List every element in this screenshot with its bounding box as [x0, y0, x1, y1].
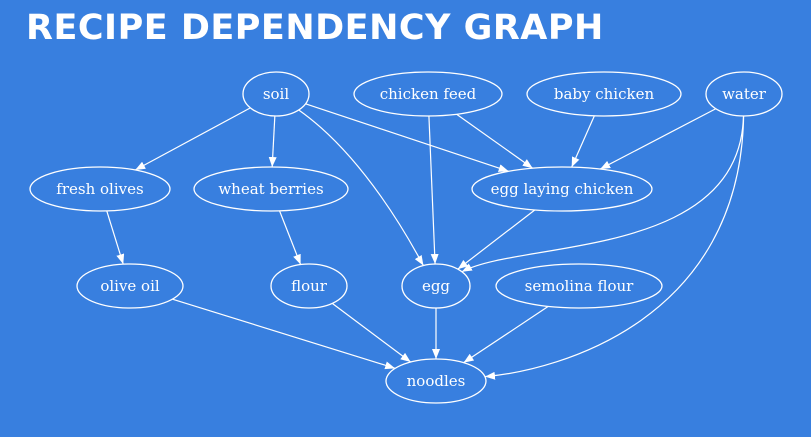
edge-chicken-feed-to-egg [428, 115, 439, 265]
node-ellipse [471, 166, 653, 212]
node-olive-oil: olive oil [76, 263, 184, 309]
node-ellipse [385, 358, 487, 404]
node-ellipse [526, 71, 682, 117]
node-ellipse [401, 263, 471, 309]
page-title: RECIPE DEPENDENCY GRAPH [26, 8, 604, 48]
node-ellipse [193, 166, 349, 212]
node-soil: soil [242, 71, 310, 117]
edge-soil-to-egg-laying-chicken [305, 103, 509, 172]
edge-water-to-egg-laying-chicken [599, 108, 717, 170]
node-semolina-flour: semolina flour [495, 263, 663, 309]
edge-water-to-noodles [484, 115, 745, 380]
node-flour: flour [270, 263, 348, 309]
node-fresh-olives: fresh olives [29, 166, 171, 212]
node-label: noodles [407, 372, 466, 390]
node-ellipse [353, 71, 503, 117]
node-label: soil [263, 85, 290, 103]
edge-soil-to-fresh-olives [134, 107, 251, 171]
node-ellipse [242, 71, 310, 117]
node-ellipse [29, 166, 171, 212]
node-label: wheat berries [218, 180, 323, 198]
node-label: olive oil [100, 277, 160, 295]
node-egg-laying-chicken: egg laying chicken [471, 166, 653, 212]
edge-soil-to-egg [298, 109, 424, 266]
node-ellipse [270, 263, 348, 309]
node-label: water [722, 85, 767, 103]
edge-baby-chicken-to-egg-laying-chicken [571, 115, 595, 168]
node-wheat-berries: wheat berries [193, 166, 349, 212]
node-label: baby chicken [554, 85, 655, 103]
edge-wheat-berries-to-flour [279, 210, 302, 265]
edge-water-to-egg [461, 115, 745, 273]
node-ellipse [495, 263, 663, 309]
node-noodles: noodles [385, 358, 487, 404]
node-label: semolina flour [525, 277, 634, 295]
node-label: egg laying chicken [491, 180, 634, 198]
node-ellipse [76, 263, 184, 309]
node-label: egg [422, 277, 450, 295]
node-label: chicken feed [380, 85, 477, 103]
edge-semolina-flour-to-noodles [463, 305, 549, 364]
edge-flour-to-noodles [331, 302, 412, 363]
node-chicken-feed: chicken feed [353, 71, 503, 117]
node-ellipse [705, 71, 783, 117]
edge-chicken-feed-to-egg-laying-chicken [456, 113, 534, 169]
node-label: fresh olives [56, 180, 143, 198]
node-egg: egg [401, 263, 471, 309]
edge-olive-oil-to-noodles [172, 298, 396, 370]
node-label: flour [291, 277, 328, 295]
node-baby-chicken: baby chicken [526, 71, 682, 117]
edge-egg-laying-chicken-to-egg [457, 209, 536, 270]
edge-fresh-olives-to-olive-oil [106, 210, 125, 265]
edge-soil-to-wheat-berries [268, 115, 277, 168]
node-water: water [705, 71, 783, 117]
